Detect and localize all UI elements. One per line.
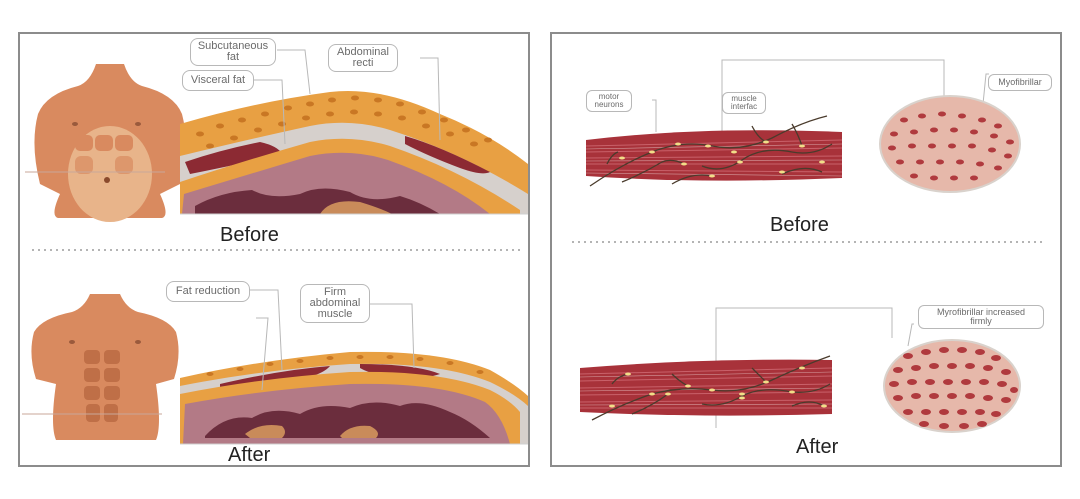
- label-firm-abdominal-muscle: Firm abdominal muscle: [300, 284, 370, 323]
- torso-after: [22, 294, 179, 440]
- label-abdominal-recti: Abdominal recti: [328, 44, 398, 72]
- after-callout-lines: [250, 289, 415, 391]
- torso-before: [25, 64, 186, 222]
- label-myofibrillar-increased-line2: firmly: [970, 316, 992, 326]
- caption-before-right: Before: [770, 214, 829, 236]
- label-fat-reduction: Fat reduction: [166, 281, 250, 302]
- label-firm-abdominal-muscle-line3: muscle: [317, 308, 353, 320]
- cross-section-after: [180, 351, 528, 445]
- label-motor-neurons: motor neurons: [586, 90, 632, 112]
- label-firm-abdominal-muscle-line2: abdominal: [309, 297, 361, 309]
- muscle-fiber-illustration: [572, 59, 1042, 433]
- label-visceral-fat: Visceral fat: [182, 70, 254, 91]
- label-motor-neurons-line1: motor: [598, 92, 620, 101]
- muscle-fiber-panel: motor neurons muscle interfac Myofibrill…: [550, 32, 1062, 467]
- label-muscle-interface-line1: muscle: [731, 94, 757, 103]
- muscle-fiber-before: [585, 115, 843, 187]
- muscle-fiber-after: [579, 355, 833, 421]
- cross-section-before: [180, 90, 528, 215]
- caption-after-left: After: [228, 444, 271, 466]
- caption-after-right: After: [796, 436, 839, 458]
- label-subcutaneous-fat: Subcutaneous fat: [190, 38, 276, 66]
- label-muscle-interface: muscle interfac: [722, 92, 766, 114]
- myofibril-cell-after: [883, 339, 1021, 433]
- label-abdominal-recti-line1: Abdominal: [337, 46, 389, 58]
- label-subcutaneous-fat-line1: Subcutaneous: [197, 40, 269, 52]
- label-myofibrillar: Myofibrillar: [988, 74, 1052, 91]
- label-muscle-interface-line2: interfac: [730, 102, 758, 111]
- myofibril-cell-before: [879, 95, 1021, 193]
- label-firm-abdominal-muscle-line1: Firm: [324, 286, 346, 298]
- label-myofibrillar-increased-line1: Myrofibrillar increased: [936, 307, 1026, 317]
- abdomen-panel: Subcutaneous fat Visceral fat Abdominal …: [18, 32, 530, 467]
- label-myofibrillar-increased: Myrofibrillar increased firmly: [918, 305, 1044, 329]
- label-motor-neurons-line2: neurons: [594, 100, 624, 109]
- abdomen-illustration: [22, 49, 528, 445]
- before-callout-lines: [254, 49, 441, 145]
- label-subcutaneous-fat-line2: fat: [226, 51, 240, 63]
- label-abdominal-recti-line2: recti: [352, 57, 374, 69]
- caption-before-left: Before: [220, 224, 279, 246]
